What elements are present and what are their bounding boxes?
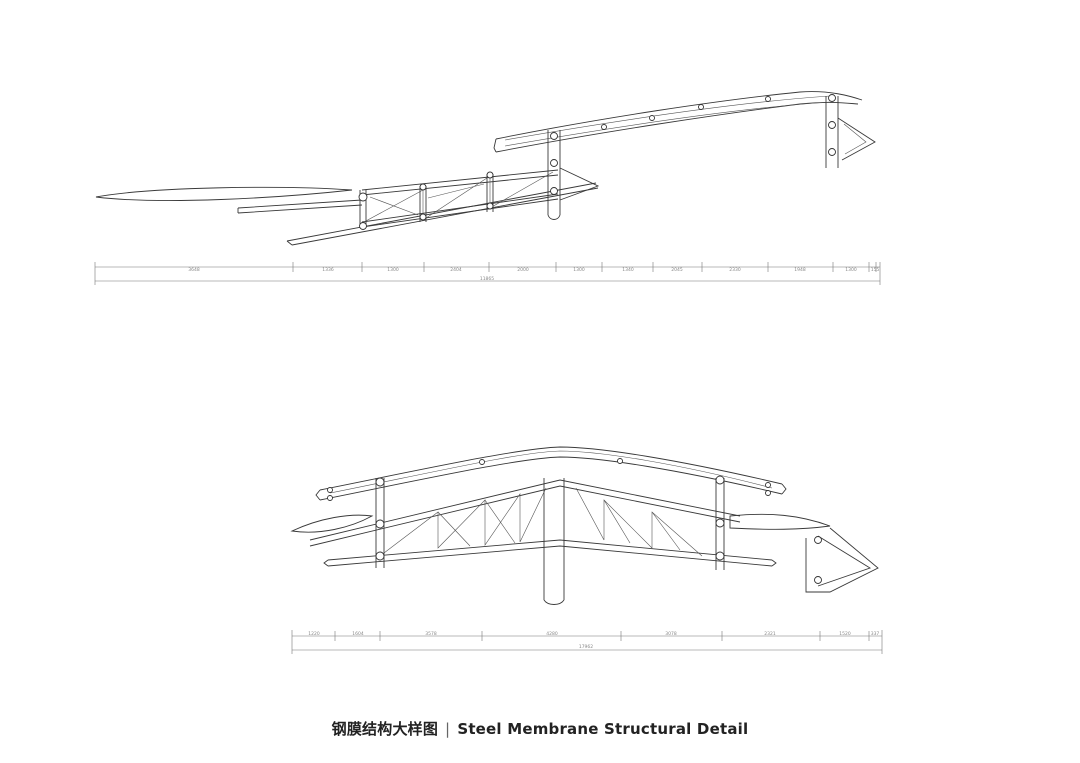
lower-dimension-line: 1220 1604 3578 4280 3078 2321 1520 337 1… <box>291 630 883 654</box>
dimension-label: 1220 <box>308 631 320 637</box>
dimension-label: 1520 <box>839 631 851 637</box>
lower-elevation <box>290 446 879 605</box>
dimension-label: 2404 <box>450 267 462 273</box>
dimension-label: 1340 <box>622 267 634 273</box>
overall-dimension-label: 11865 <box>480 276 494 282</box>
dimension-label: 3648 <box>188 267 200 273</box>
dimension-label: 2000 <box>517 267 529 273</box>
membrane-leaf-left <box>95 186 353 201</box>
upper-elevation <box>95 91 876 246</box>
dimension-label: 1948 <box>794 267 806 273</box>
caption-chinese: 钢膜结构大样图 <box>331 720 439 738</box>
dimension-label: 1336 <box>322 267 334 273</box>
dimension-label: 3578 <box>425 631 437 637</box>
figure-caption: 钢膜结构大样图 | Steel Membrane Structural Detail <box>0 718 1080 739</box>
dimension-label: 2321 <box>764 631 776 637</box>
dimension-label: 1604 <box>352 631 364 637</box>
caption-separator: | <box>445 720 451 738</box>
caption-english: Steel Membrane Structural Detail <box>457 720 749 738</box>
dimension-label: 1300 <box>845 267 857 273</box>
overall-dimension-label: 17962 <box>579 644 593 650</box>
dimension-label: 2330 <box>729 267 741 273</box>
upper-dimension-line: 3648 1336 1300 2404 2000 1300 1340 2045 … <box>94 262 881 285</box>
dimension-label: 155 <box>871 267 880 273</box>
dimension-label: 337 <box>871 631 880 637</box>
dimension-label: 2045 <box>671 267 683 273</box>
dimension-label: 1300 <box>573 267 585 273</box>
dimension-label: 3078 <box>665 631 677 637</box>
dimension-label: 1300 <box>387 267 399 273</box>
dimension-label: 4280 <box>546 631 558 637</box>
